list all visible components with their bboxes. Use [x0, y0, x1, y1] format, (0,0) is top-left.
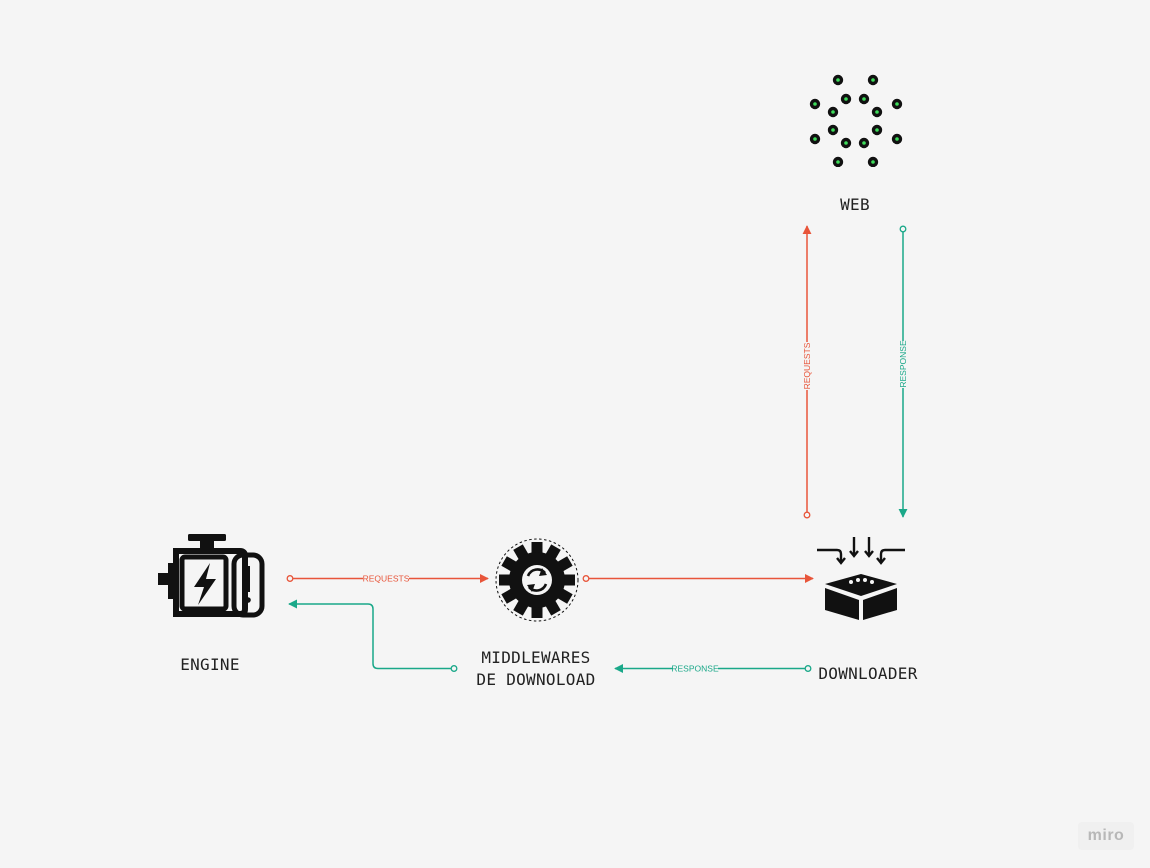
engine-battery-icon: [158, 534, 265, 618]
miro-logo-text: miro: [1087, 827, 1125, 844]
node-middlewares-label-line2: DE DOWNOLOAD: [476, 670, 596, 689]
edge-label-response-vertical: RESPONSE: [898, 340, 908, 388]
edge-label-response: RESPONSE: [671, 664, 719, 674]
edge-web-to-downloader[interactable]: RESPONSE: [898, 225, 908, 518]
miro-watermark[interactable]: miro: [1078, 822, 1134, 850]
edge-engine-to-middlewares[interactable]: REQUESTS: [286, 574, 489, 584]
node-web[interactable]: WEB: [805, 194, 905, 216]
edge-label-requests: REQUESTS: [363, 574, 410, 584]
node-middlewares-label-line1: MIDDLEWARES: [481, 648, 591, 667]
edge-downloader-to-web[interactable]: REQUESTS: [802, 225, 812, 519]
node-engine-label: ENGINE: [180, 655, 240, 674]
node-web-label: WEB: [840, 195, 870, 214]
node-downloader[interactable]: DOWNLOADER: [798, 663, 938, 685]
edge-downloader-to-middlewares[interactable]: RESPONSE: [614, 664, 812, 674]
edge-middlewares-to-engine[interactable]: [288, 599, 458, 672]
node-downloader-label: DOWNLOADER: [818, 664, 918, 683]
node-engine[interactable]: ENGINE: [150, 654, 270, 676]
edge-middlewares-to-downloader[interactable]: [582, 574, 814, 583]
node-middlewares[interactable]: MIDDLEWARES DE DOWNOLOAD: [456, 647, 616, 691]
dot-network-icon: [800, 74, 910, 177]
gear-sync-icon: [495, 538, 579, 622]
edge-label-requests-vertical: REQUESTS: [802, 342, 812, 389]
box-download-icon: [817, 537, 905, 620]
